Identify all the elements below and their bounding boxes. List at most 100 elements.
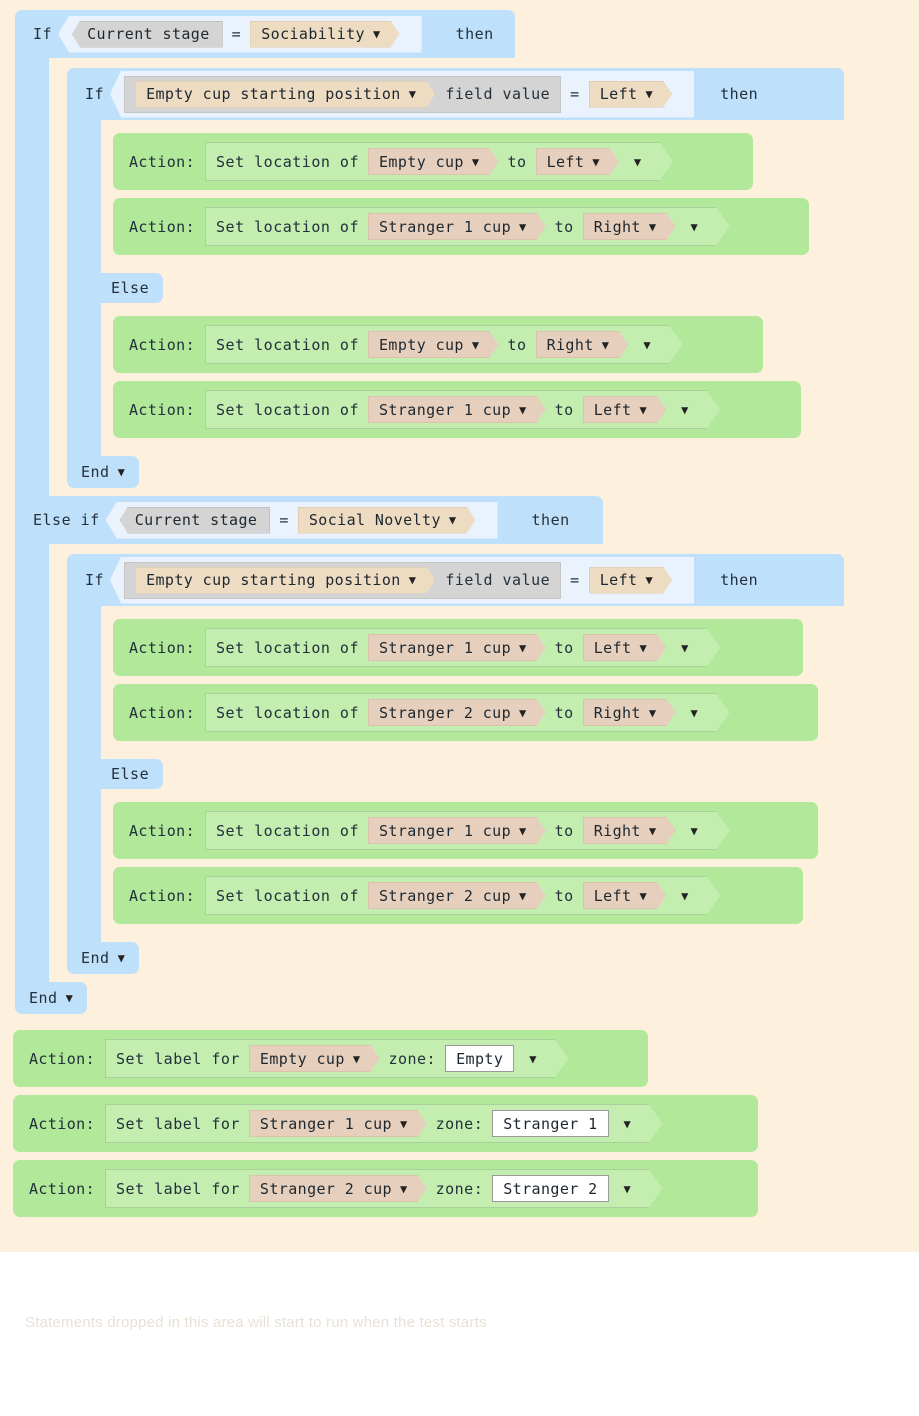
end-block[interactable]: End ▼ [67,942,140,974]
dropdown-target[interactable]: Empty cup▼ [368,331,499,358]
dropdown-value[interactable]: Left▼ [583,634,666,661]
action-menu-icon[interactable]: ▼ [681,640,689,655]
action-block[interactable]: Action: Set location of Stranger 2 cup▼ … [113,867,803,924]
chevron-down-icon: ▼ [399,1116,408,1131]
action-block-label[interactable]: Action: Set label for Empty cup▼ zone: E… [13,1030,648,1087]
dropdown-target[interactable]: Stranger 2 cup▼ [368,882,546,909]
chevron-down-icon: ▼ [519,640,527,655]
chevron-down-icon: ▼ [471,337,480,352]
action-inner: Set label for Empty cup▼ zone: Empty ▼ [105,1039,568,1078]
then-keyword: then [720,571,759,589]
chevron-down-icon[interactable]: ▼ [117,951,126,965]
action-inner: Set label for Stranger 1 cup▼ zone: Stra… [105,1104,663,1143]
variable-current-stage[interactable]: Current stage [119,506,271,534]
then-keyword: then [455,25,494,43]
chevron-down-icon: ▼ [648,219,657,234]
chevron-down-icon: ▼ [519,823,527,838]
action-block[interactable]: Action: Set location of Stranger 1 cup▼ … [113,802,818,859]
action-block-label[interactable]: Action: Set label for Stranger 1 cup▼ zo… [13,1095,758,1152]
dropdown-target[interactable]: Stranger 1 cup▼ [368,213,546,240]
dropdown-value[interactable]: Right▼ [583,699,676,726]
dropdown-target[interactable]: Empty cup▼ [368,148,499,175]
dropdown-value[interactable]: Right▼ [536,331,629,358]
action-menu-icon[interactable]: ▼ [633,154,642,169]
action-block[interactable]: Action: Set location of Stranger 1 cup▼ … [113,619,803,676]
to-keyword: to [554,886,574,905]
statement-dropzone[interactable]: Statements dropped in this area will sta… [0,1252,919,1416]
action-menu-icon[interactable]: ▼ [529,1051,537,1066]
dropdown-target[interactable]: Stranger 1 cup▼ [368,396,546,423]
zone-input[interactable]: Stranger 2 [492,1175,608,1202]
dropdown-target[interactable]: Empty cup▼ [249,1045,380,1072]
equals-sign: = [279,511,289,529]
dropdown-field-1[interactable]: Empty cup starting position▼ [135,81,435,108]
else-if-block-stage2: Else if Current stage = Social Novelty▼ … [15,496,603,544]
else-if-body-stage2: If Empty cup starting position▼ field va… [15,544,919,982]
dropdown-stage-value[interactable]: Sociability▼ [250,21,399,48]
dropdown-target[interactable]: Stranger 1 cup▼ [368,817,546,844]
chevron-down-icon[interactable]: ▼ [65,991,74,1005]
action-block[interactable]: Action: Set location of Stranger 1 cup▼ … [113,198,809,255]
dropdown-field-2[interactable]: Empty cup starting position▼ [135,567,435,594]
nested-if-header-1[interactable]: If Empty cup starting position▼ field va… [67,68,844,120]
end-block-outer[interactable]: End ▼ [15,982,88,1014]
dropdown-value[interactable]: Right▼ [583,213,676,240]
chevron-down-icon[interactable]: ▼ [117,465,126,479]
action-inner: Set location of Empty cup▼ to Left▼ ▼ [205,142,673,181]
action-label: Action: [129,152,196,171]
zone-label: zone: [435,1114,484,1133]
else-row-2: Else [67,759,919,789]
if-header-stage1[interactable]: If Current stage = Sociability▼ then [15,10,515,58]
chevron-down-icon: ▼ [519,705,527,720]
action-menu-icon[interactable]: ▼ [690,219,698,234]
action-block[interactable]: Action: Set location of Empty cup▼ to Ri… [113,316,763,373]
condition-stage2: Current stage = Social Novelty▼ [105,501,498,539]
field-value-group-2: Empty cup starting position▼ field value [124,561,562,599]
action-menu-icon[interactable]: ▼ [643,337,651,352]
dropdown-stage-value[interactable]: Social Novelty▼ [298,507,476,534]
chevron-down-icon: ▼ [592,154,600,169]
dropdown-field-compare-2[interactable]: Left▼ [589,567,672,594]
if-inner-stage1: If Empty cup starting position▼ field va… [49,58,919,496]
nested-if-header-2[interactable]: If Empty cup starting position▼ field va… [67,554,844,606]
action-block[interactable]: Action: Set location of Stranger 1 cup▼ … [113,381,801,438]
zone-label: zone: [388,1049,437,1068]
to-keyword: to [554,400,574,419]
action-menu-icon[interactable]: ▼ [690,705,698,720]
else-if-header-stage2[interactable]: Else if Current stage = Social Novelty▼ … [15,496,603,544]
dropdown-target[interactable]: Stranger 2 cup▼ [368,699,546,726]
dropdown-value[interactable]: Left▼ [583,396,666,423]
else-tab[interactable]: Else [67,759,164,789]
field-value-label: field value [445,571,551,589]
dropdown-target[interactable]: Stranger 1 cup▼ [368,634,546,661]
action-block[interactable]: Action: Set location of Empty cup▼ to Le… [113,133,753,190]
end-block[interactable]: End ▼ [67,456,140,488]
dropdown-value[interactable]: Left▼ [583,882,666,909]
end-row-outer: End ▼ [15,982,919,1014]
nested-if-rail-2 [67,789,101,942]
action-verb: Set location of [216,400,359,419]
action-menu-icon[interactable]: ▼ [690,823,698,838]
dropdown-value[interactable]: Right▼ [583,817,676,844]
action-verb: Set location of [216,703,359,722]
zone-input[interactable]: Stranger 1 [492,1110,608,1137]
action-label: Action: [129,821,196,840]
else-tab[interactable]: Else [67,273,164,303]
nested-if-rail-1 [67,120,101,273]
dropdown-target[interactable]: Stranger 1 cup▼ [249,1110,427,1137]
chevron-down-icon: ▼ [352,1051,361,1066]
end-label: End [81,463,110,481]
dropdown-target[interactable]: Stranger 2 cup▼ [249,1175,427,1202]
variable-current-stage[interactable]: Current stage [72,20,223,48]
action-menu-icon[interactable]: ▼ [681,888,689,903]
dropdown-value[interactable]: Left▼ [536,148,619,175]
action-menu-icon[interactable]: ▼ [623,1181,631,1196]
action-block[interactable]: Action: Set location of Stranger 2 cup▼ … [113,684,818,741]
zone-label: zone: [435,1179,484,1198]
action-menu-icon[interactable]: ▼ [623,1116,631,1131]
action-block-label[interactable]: Action: Set label for Stranger 2 cup▼ zo… [13,1160,758,1217]
action-menu-icon[interactable]: ▼ [681,402,689,417]
dropdown-field-compare-1[interactable]: Left▼ [589,81,672,108]
zone-input[interactable]: Empty [445,1045,514,1072]
action-verb: Set label for [116,1114,240,1133]
